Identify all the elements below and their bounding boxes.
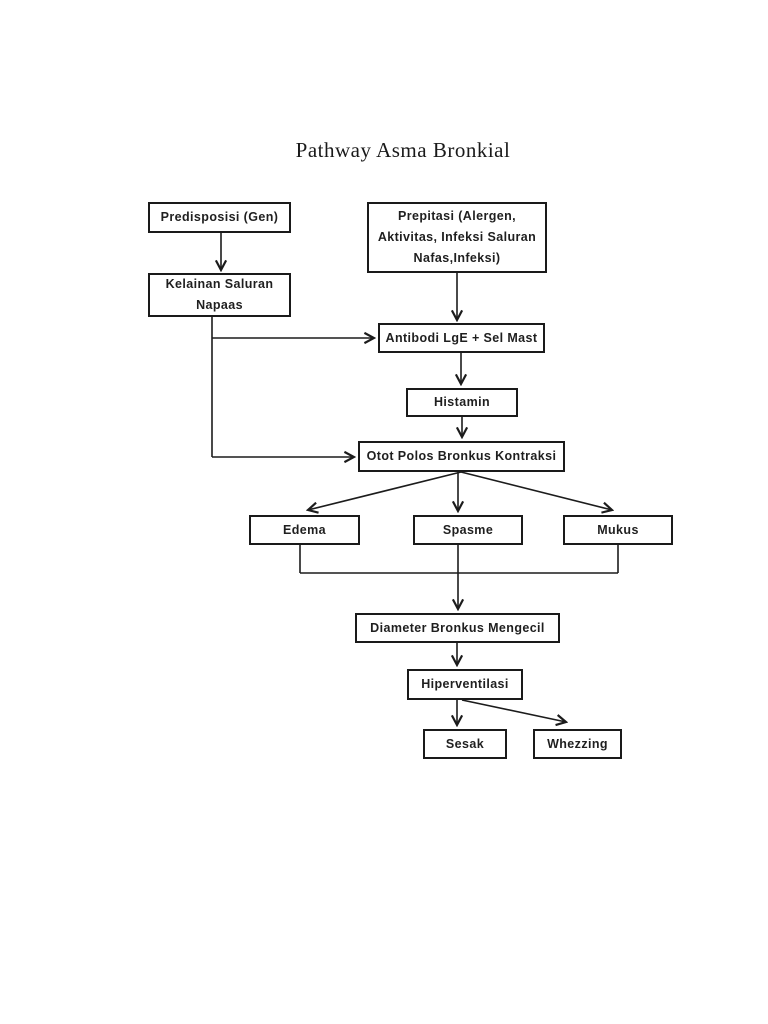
node-diameter-bronkus: Diameter Bronkus Mengecil: [355, 613, 560, 643]
node-label: Hiperventilasi: [421, 677, 509, 691]
node-label: Diameter Bronkus Mengecil: [370, 620, 545, 635]
node-label: Whezzing: [547, 736, 608, 751]
diagram-title: Pathway Asma Bronkial: [295, 138, 511, 162]
node-label: Antibodi LgE + Sel Mast: [385, 330, 538, 345]
node-predisposisi: Predisposisi (Gen): [148, 202, 291, 233]
node-label: Sesak: [445, 736, 485, 751]
node-label: Nafas,Infeksi): [413, 251, 501, 265]
node-label: Histamin: [434, 395, 490, 409]
node-whezzing: Whezzing: [533, 729, 622, 759]
node-label: Prepitasi (Alergen,: [397, 209, 517, 223]
node-label: Edema: [283, 522, 326, 537]
node-mukus: Mukus: [563, 515, 673, 545]
node-otot-polos: Otot Polos Bronkus Kontraksi: [358, 441, 565, 472]
node-hiperventilasi: Hiperventilasi: [407, 669, 523, 700]
node-antibodi: Antibodi LgE + Sel Mast: [378, 323, 545, 353]
node-edema: Edema: [249, 515, 360, 545]
node-label: Otot Polos Bronkus Kontraksi: [366, 449, 557, 463]
node-label: Spasme: [442, 522, 494, 537]
node-sesak: Sesak: [423, 729, 507, 759]
node-label: Napaas: [196, 298, 243, 312]
node-label: Mukus: [597, 522, 639, 537]
node-prepitasi: Prepitasi (Alergen, Aktivitas, Infeksi S…: [367, 202, 547, 273]
node-label: Aktivitas, Infeksi Saluran: [377, 230, 537, 244]
node-kelainan-saluran-napaas: Kelainan Saluran Napaas: [148, 273, 291, 317]
node-label: Kelainan Saluran: [165, 277, 274, 291]
node-spasme: Spasme: [413, 515, 523, 545]
node-histamin: Histamin: [406, 388, 518, 417]
node-label: Predisposisi (Gen): [160, 210, 279, 224]
